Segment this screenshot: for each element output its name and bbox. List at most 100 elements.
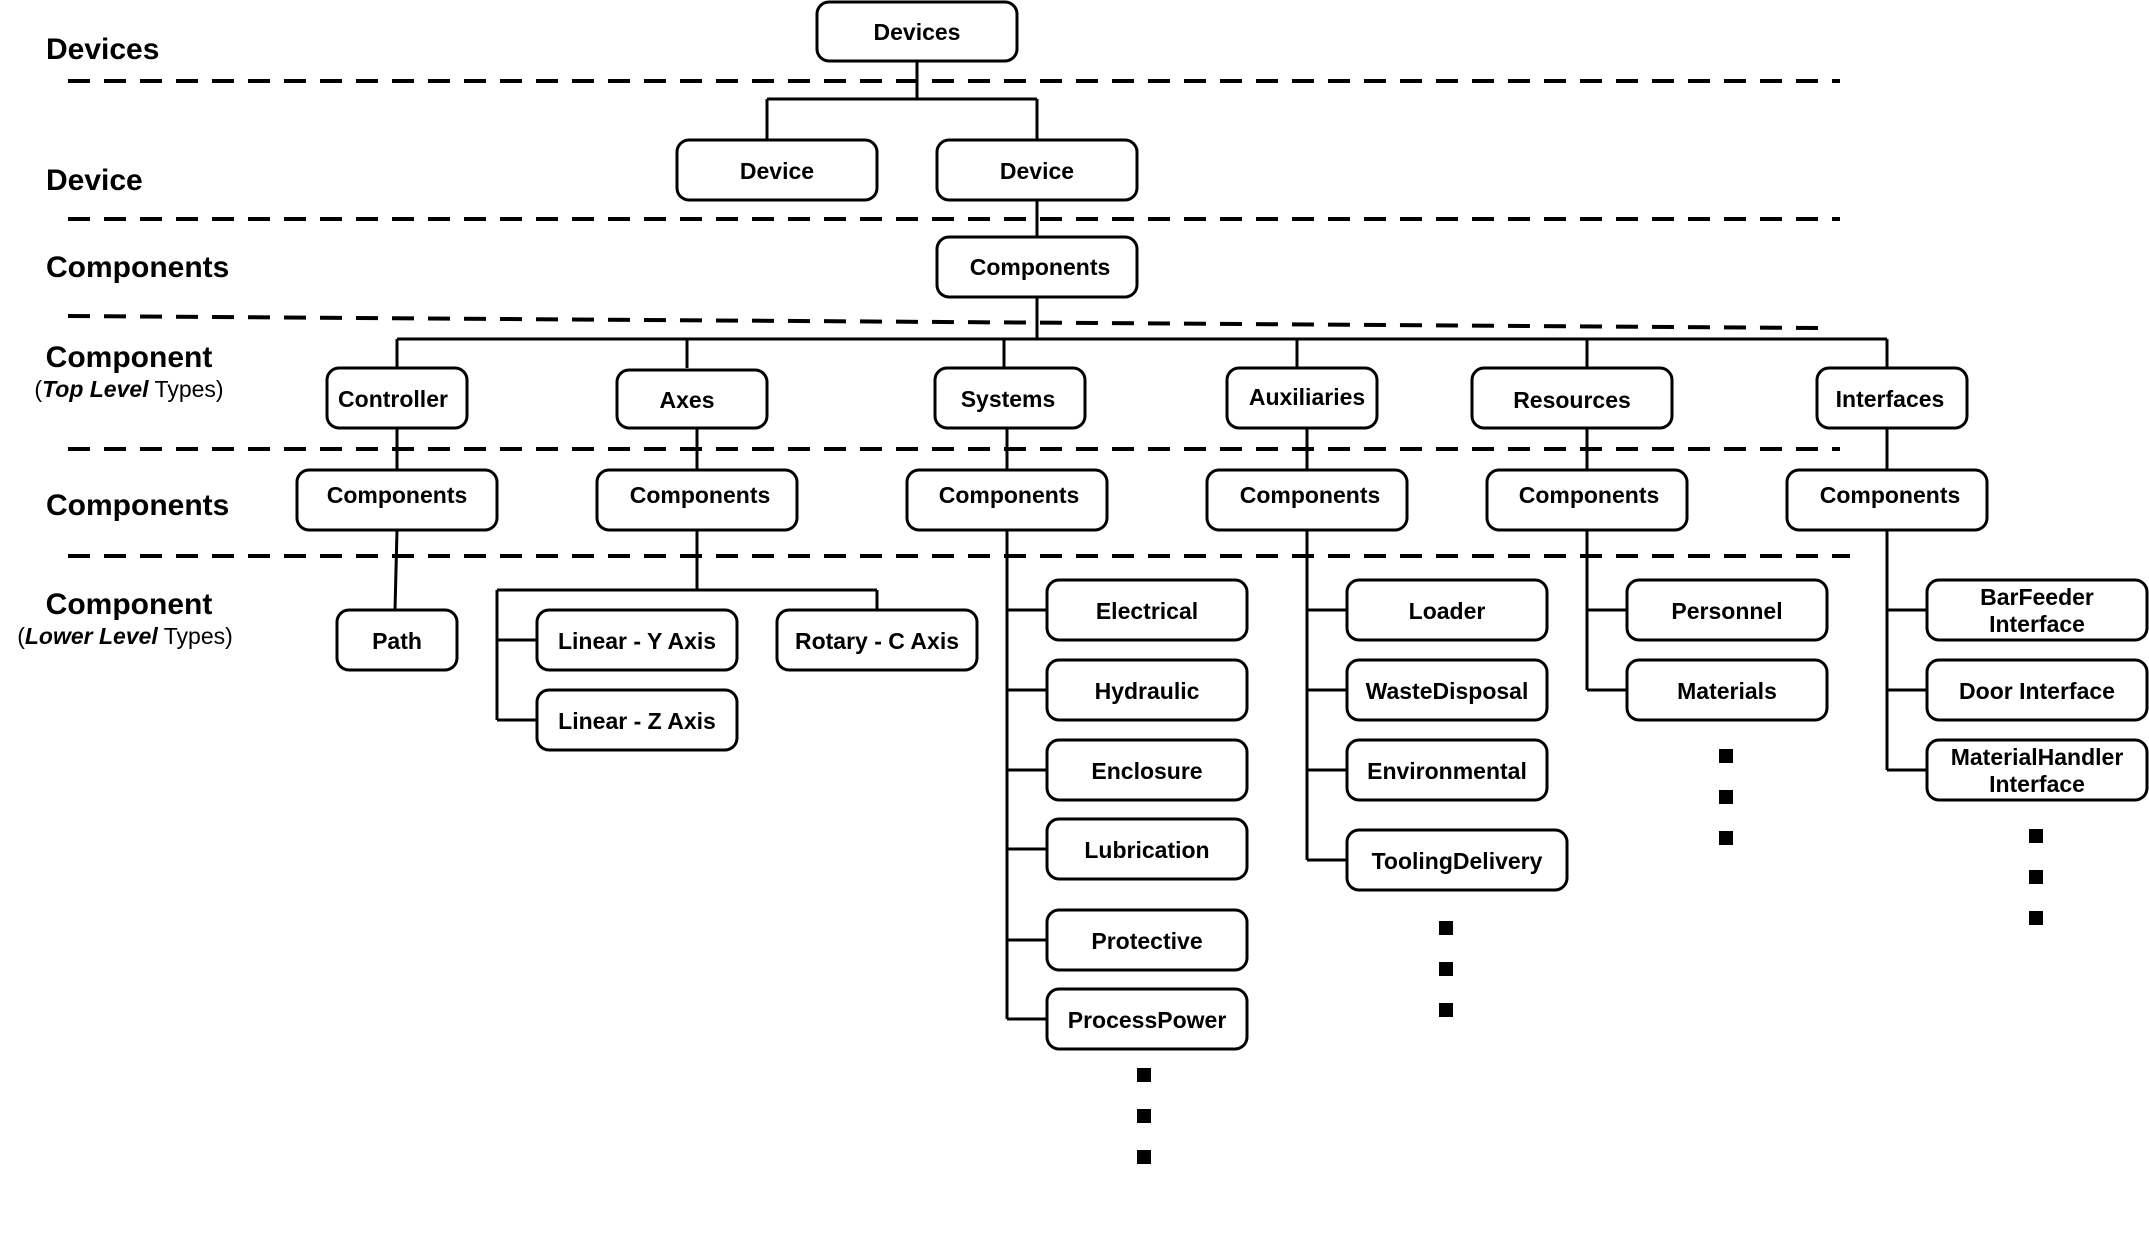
node-label: Components (939, 482, 1080, 508)
ellipsis-auxiliaries (1439, 921, 1453, 1017)
node-label: Linear - Z Axis (558, 708, 716, 734)
tier-sub-open: ( (17, 623, 25, 649)
node-wastedisposal: WasteDisposal (1345, 658, 1549, 722)
tier-label-components-sub: Components (46, 489, 229, 522)
node-lubrication: Lubrication (1045, 817, 1249, 881)
connector-auxiliaries-children (1305, 530, 1347, 862)
connector-devices (765, 61, 1039, 140)
node-controller: Controller (325, 366, 469, 430)
node-devices: Devices (815, 0, 1019, 63)
node-toolingdelivery: ToolingDelivery (1345, 828, 1569, 892)
node-label: Path (372, 628, 422, 654)
node-rotary-c-axis: Rotary - C Axis (775, 608, 979, 672)
node-auxiliaries: Auxiliaries (1225, 366, 1379, 430)
node-resources: Resources (1470, 366, 1674, 430)
tier-sub-open: ( (34, 376, 42, 402)
node-linear-z-axis: Linear - Z Axis (535, 688, 739, 752)
node-systems-components: Components (905, 468, 1109, 532)
node-enclosure: Enclosure (1045, 738, 1249, 802)
tier-separators (67, 79, 1850, 558)
node-label: Electrical (1096, 598, 1198, 624)
node-label: Hydraulic (1095, 678, 1200, 704)
tier-sub-italic: Top Level (42, 376, 149, 402)
connector-top-level (395, 297, 1889, 368)
tier-label-device: Device (46, 164, 143, 197)
ellipsis-systems (1137, 1068, 1151, 1164)
node-linear-y-axis: Linear - Y Axis (535, 608, 739, 672)
tier-label-devices: Devices (46, 33, 159, 66)
node-label: Resources (1513, 387, 1631, 413)
node-processpower: ProcessPower (1045, 987, 1249, 1051)
node-label: ProcessPower (1068, 1007, 1227, 1033)
node-label: Components (630, 482, 771, 508)
node-controller-components: Components (295, 468, 499, 532)
node-loader: Loader (1345, 578, 1549, 642)
node-interfaces: Interfaces (1815, 366, 1969, 430)
node-label: Device (1000, 158, 1074, 184)
node-label: Systems (961, 386, 1056, 412)
node-label: WasteDisposal (1366, 678, 1529, 704)
node-label: Components (327, 482, 468, 508)
node-interfaces-components: Components (1785, 468, 1989, 532)
connector-sub-components (395, 428, 1889, 470)
tier-label-component-top-sub: (Top Level Types) (34, 376, 223, 402)
connector-axes-children (495, 530, 879, 722)
node-label: Loader (1409, 598, 1486, 624)
tier-sub-rest: Types) (158, 623, 233, 649)
separator-3 (67, 314, 1821, 330)
node-materials: Materials (1625, 658, 1829, 722)
node-label: Protective (1091, 928, 1202, 954)
node-label: Personnel (1671, 598, 1782, 624)
node-components-root: Components (935, 235, 1139, 299)
ellipsis-interfaces (2029, 829, 2043, 925)
node-systems: Systems (933, 366, 1087, 430)
tier-sub-italic: Lower Level (25, 623, 159, 649)
node-label: Components (1820, 482, 1961, 508)
node-label: Door Interface (1959, 678, 2115, 704)
connector-resources-children (1585, 530, 1627, 692)
node-auxiliaries-components: Components (1205, 468, 1409, 532)
node-personnel: Personnel (1625, 578, 1829, 642)
node-label-line-2: Interface (1989, 611, 2085, 637)
tier-label-components: Components (46, 251, 229, 284)
node-label: Materials (1677, 678, 1777, 704)
node-label: Components (1519, 482, 1660, 508)
node-materialhandler-interface: MaterialHandler Interface (1925, 738, 2149, 802)
connector-interfaces-children (1885, 530, 1927, 772)
node-label: Components (1240, 482, 1381, 508)
node-label: Rotary - C Axis (795, 628, 959, 654)
node-environmental: Environmental (1345, 738, 1549, 802)
node-label: Axes (660, 387, 715, 413)
node-label: Devices (874, 19, 961, 45)
node-label: Auxiliaries (1249, 384, 1365, 410)
node-label: ToolingDelivery (1372, 848, 1543, 874)
node-protective: Protective (1045, 908, 1249, 972)
tier-sub-rest: Types) (149, 376, 224, 402)
node-barfeeder-interface: BarFeeder Interface (1925, 578, 2149, 642)
node-resources-components: Components (1485, 468, 1689, 532)
node-label-line-1: BarFeeder (1980, 584, 2094, 610)
node-label: Environmental (1367, 758, 1527, 784)
node-label: Enclosure (1091, 758, 1202, 784)
continuation-markers (1137, 749, 2043, 1164)
node-path: Path (335, 608, 459, 672)
node-label: Linear - Y Axis (558, 628, 716, 654)
node-label: Lubrication (1084, 837, 1209, 863)
node-label-line-2: Interface (1989, 771, 2085, 797)
node-device-2: Device (935, 138, 1139, 202)
node-label: Controller (338, 386, 448, 412)
node-boxes: Devices Device Device Components Control… (295, 0, 2149, 1051)
connector-systems-children (1005, 530, 1047, 1021)
node-axes-components: Components (595, 468, 799, 532)
node-hydraulic: Hydraulic (1045, 658, 1249, 722)
node-door-interface: Door Interface (1925, 658, 2149, 722)
tier-label-component-lower-sub: (Lower Level Types) (17, 623, 233, 649)
node-device-1: Device (675, 138, 879, 202)
connectors (393, 61, 1927, 1021)
node-label: Components (970, 254, 1111, 280)
node-label-line-1: MaterialHandler (1951, 744, 2124, 770)
node-label: Device (740, 158, 814, 184)
tier-label-component-lower: Component (46, 588, 213, 621)
tier-labels: Devices Device Components Component (Top… (17, 33, 233, 649)
